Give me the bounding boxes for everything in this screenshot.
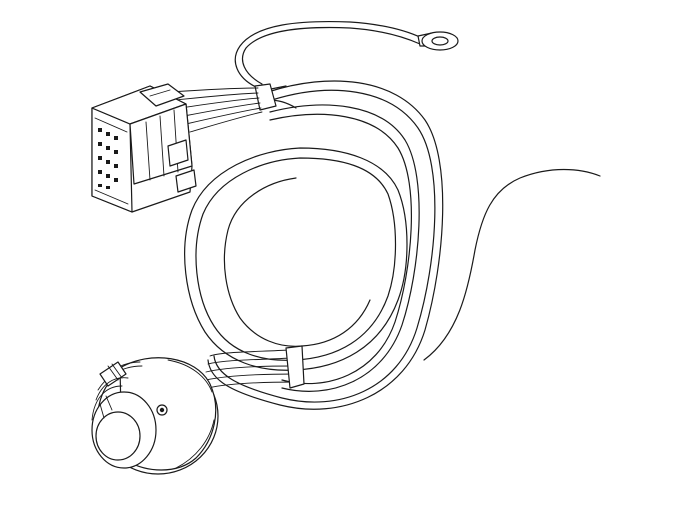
harness-sleeve (254, 83, 277, 111)
socket-wire-fan (205, 349, 297, 389)
wiring-harness-loop (184, 80, 444, 410)
ring-terminal-icon (417, 31, 459, 51)
signal-wire (423, 168, 601, 361)
connector-wire-fan (169, 87, 263, 133)
ground-wire (234, 20, 423, 89)
socket-sleeve (285, 345, 305, 389)
vehicle-connector (91, 83, 197, 213)
pin-cavities (98, 128, 118, 189)
trailer-socket (91, 357, 219, 475)
